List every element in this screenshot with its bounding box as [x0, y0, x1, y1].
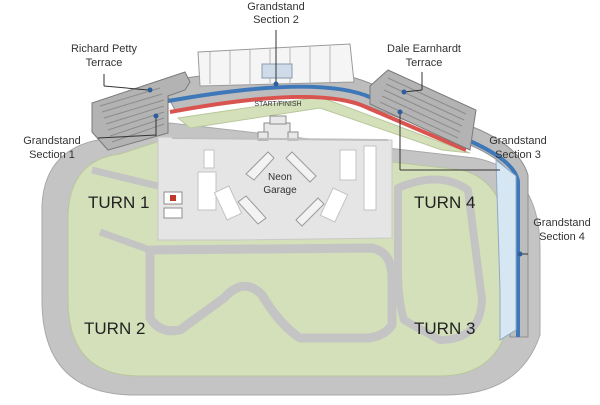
dale-earnhardt-seat-rows [379, 77, 467, 139]
grandstand-stripe-red [169, 94, 467, 152]
callout-dots [147, 81, 523, 257]
dale-earnhardt-label-line1: Dale Earnhardt [387, 43, 461, 55]
grandstand-section-1-label-line1: Grandstand [23, 135, 80, 147]
callout-leaders [97, 30, 528, 255]
infield-road-turn-4 [394, 175, 486, 344]
pit-road [171, 137, 389, 141]
richard-petty-terrace [91, 71, 191, 151]
turn-4-label: TURN 4 [414, 193, 475, 212]
grandstand-section-4-label-line1: Grandstand [533, 217, 590, 229]
grandstand-section-3-label-line1: Grandstand [489, 135, 546, 147]
paddock-stall-rows [197, 145, 377, 223]
grandstand-section-4-stand [495, 158, 517, 341]
turn-3-label: TURN 3 [414, 319, 475, 338]
turn-1-access-road [91, 166, 159, 254]
start-finish-label: START/FINISH [254, 101, 301, 108]
grandstand-section-1-label-line2: Section 1 [29, 149, 75, 161]
richard-petty-seat-rows [99, 87, 165, 143]
grandstand-section-2-label-line1: Grandstand [247, 1, 304, 13]
neon-garage-structure [237, 151, 325, 227]
richard-petty-label-line2: Terrace [86, 57, 123, 69]
turn-2-label: TURN 2 [84, 319, 145, 338]
dale-earnhardt-terrace [369, 69, 477, 151]
turn-1-label: TURN 1 [88, 193, 149, 212]
grandstand-section-3-label-line2: Section 3 [495, 149, 541, 161]
media-center-building [257, 115, 299, 141]
grandstand-section-4-label-line2: Section 4 [539, 231, 585, 243]
turn-1-hospitality-building [163, 191, 183, 219]
dale-earnhardt-label-line2: Terrace [406, 57, 443, 69]
neon-garage-label-line2: Garage [263, 185, 297, 196]
grandstand-stripe-blue [167, 84, 520, 337]
neon-garage-label-line1: Neon [268, 172, 292, 183]
grandstand-section-2-pressbox [261, 63, 293, 79]
richard-petty-label-line1: Richard Petty [71, 43, 138, 55]
grandstand-section-2-label-line2: Section 2 [253, 14, 299, 26]
road-course [145, 243, 397, 343]
